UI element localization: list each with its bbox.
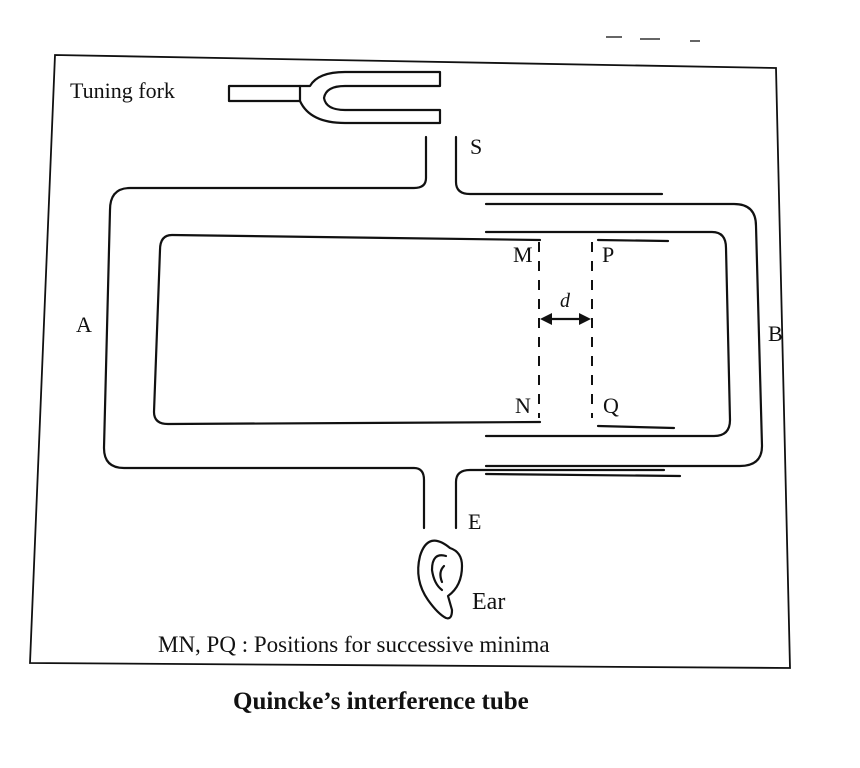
sliding-tube-b — [484, 202, 764, 478]
label-n: N — [515, 393, 531, 418]
label-m: M — [513, 242, 533, 267]
top-artifacts — [606, 36, 700, 42]
figure-caption: Quincke’s interference tube — [233, 688, 529, 715]
label-a: A — [76, 312, 92, 337]
tuning-fork-icon — [227, 70, 442, 125]
source-tube — [102, 135, 664, 530]
label-d: d — [560, 290, 571, 312]
exit-tube — [454, 468, 666, 530]
label-q: Q — [603, 393, 619, 418]
double-arrow-icon — [540, 313, 591, 325]
tuning-fork-label: Tuning fork — [70, 78, 175, 103]
ear-label: Ear — [472, 589, 505, 615]
label-b: B — [768, 321, 783, 346]
label-e: E — [468, 509, 481, 534]
label-s: S — [470, 134, 482, 159]
label-p: P — [602, 242, 614, 267]
figure-frame — [29, 54, 791, 669]
minima-note: MN, PQ : Positions for successive minima — [158, 632, 550, 657]
inner-tube-wall — [152, 233, 542, 426]
ear-icon — [417, 539, 464, 620]
